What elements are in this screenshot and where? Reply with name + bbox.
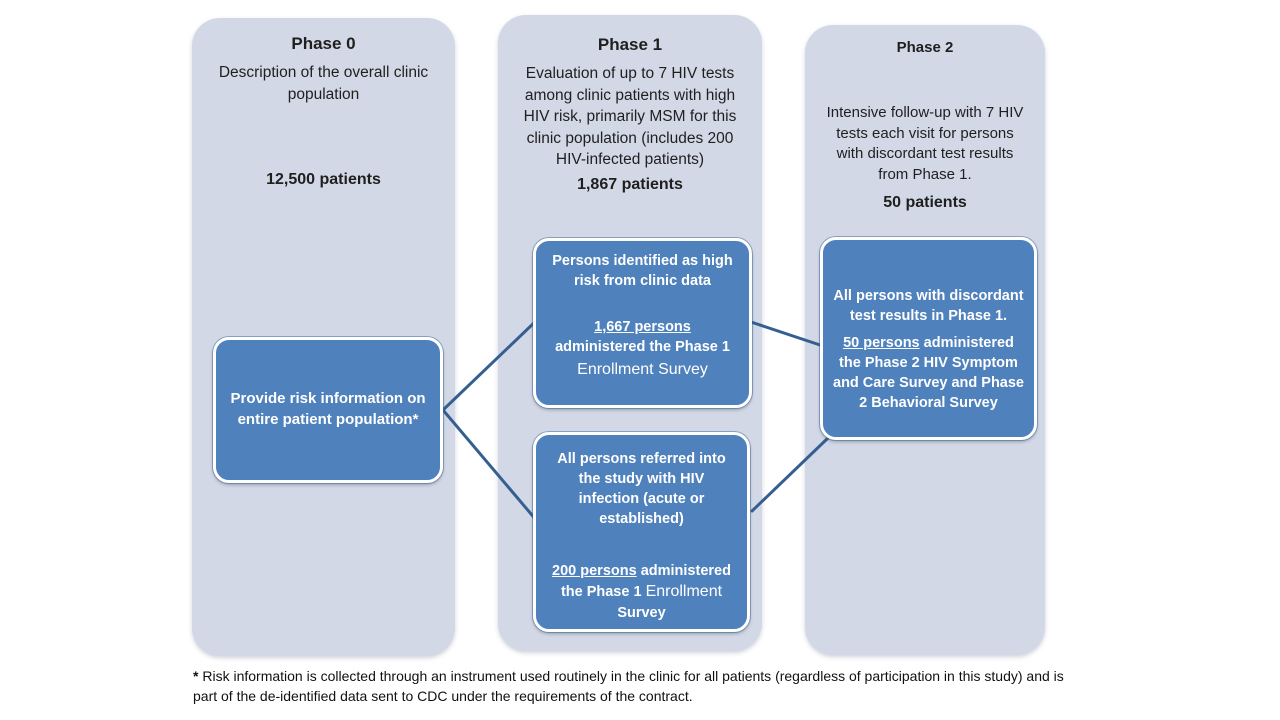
phase0-description: Description of the overall clinic popula… <box>218 64 429 103</box>
phase2-count: 50 persons <box>843 335 920 351</box>
phase1-upper-detail: 1,667 persons administered the Phase 1 E… <box>548 317 737 381</box>
footnote: * Risk information is collected through … <box>193 666 1077 707</box>
footnote-text: Risk information is collected through an… <box>193 668 1064 705</box>
phase0-risk-info-box: Provide risk information on entire patie… <box>213 337 443 483</box>
phase0-box-text: Provide risk information on entire patie… <box>230 390 426 428</box>
phase1-upper-heading: Persons identified as high risk from cli… <box>552 253 733 289</box>
phase1-lower-line4: Survey <box>617 605 666 622</box>
phase1-lower-line3: Enrollment <box>645 583 723 600</box>
phase0-title: Phase 0 <box>291 34 356 53</box>
phase1-patient-count: 1,867 patients <box>577 176 683 194</box>
phase1-lower-count: 200 persons <box>552 563 637 579</box>
phase1-lower-heading: All persons referred into the study with… <box>557 451 726 527</box>
phase2-title: Phase 2 <box>896 39 954 56</box>
phase1-lower-line2: administered the Phase 1 <box>560 563 731 600</box>
phase1-upper-line2: administered the Phase 1 <box>555 339 730 355</box>
phase1-upper-count: 1,667 persons <box>594 319 691 335</box>
phase2-description: Intensive follow-up with 7 HIV tests eac… <box>826 104 1024 184</box>
phase2-heading: All persons with discordant test results… <box>833 288 1024 324</box>
phase1-hiv-infected-box: All persons referred into the study with… <box>533 432 750 632</box>
phase0-patient-count: 12,500 patients <box>266 171 381 189</box>
phase1-high-risk-box: Persons identified as high risk from cli… <box>533 238 752 408</box>
phase1-title: Phase 1 <box>597 35 663 54</box>
phase2-patient-count: 50 patients <box>883 193 967 211</box>
phase1-upper-line3: Enrollment Survey <box>577 361 708 378</box>
phase2-detail: 50 persons administered the Phase 2 HIV … <box>833 333 1024 413</box>
phase2-line2: administered the Phase 2 HIV Symptom and… <box>833 335 1024 411</box>
phase2-discordant-box: All persons with discordant test results… <box>820 237 1037 440</box>
phase1-description: Evaluation of up to 7 HIV tests among cl… <box>523 65 737 168</box>
phase1-lower-detail: 200 persons administered the Phase 1 Enr… <box>548 561 735 623</box>
footnote-asterisk: * <box>193 668 203 684</box>
